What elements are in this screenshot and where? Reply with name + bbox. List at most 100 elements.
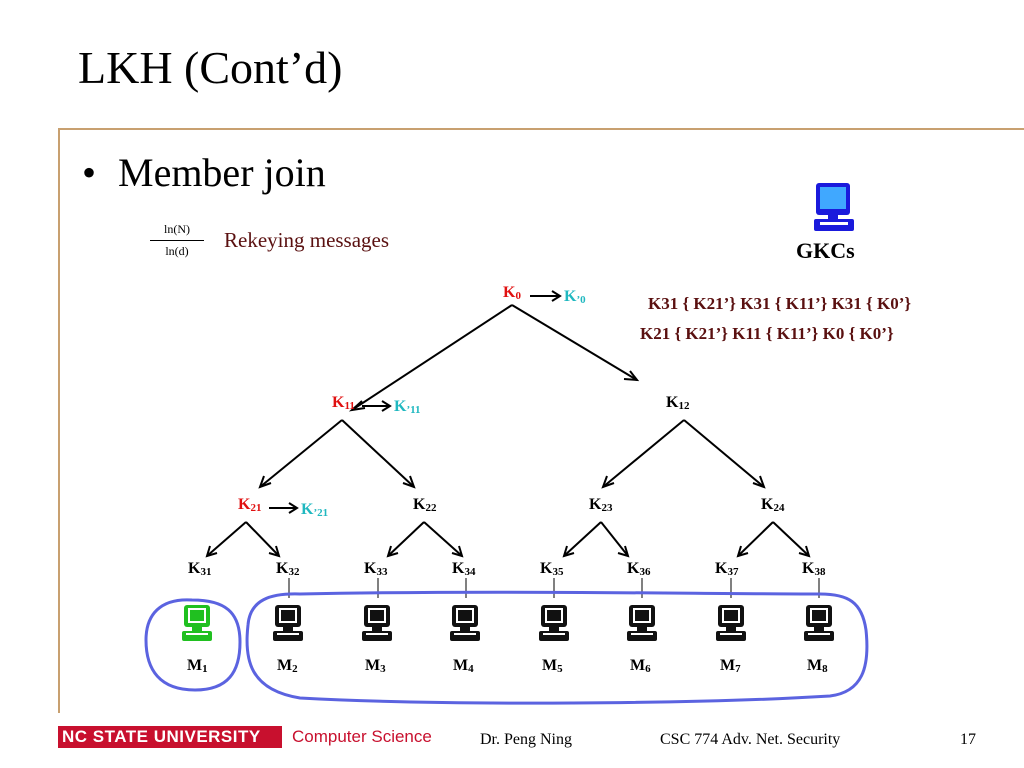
- member-computer-icon-m2: [273, 605, 303, 641]
- key-node-k35: K35: [540, 560, 563, 578]
- key-node-k31: K31: [188, 560, 211, 578]
- member-m4-base: M: [453, 657, 469, 674]
- key-k37-sub: 37: [727, 566, 739, 578]
- member-label-m2: M2: [277, 657, 298, 675]
- bullet-member-join: Member join: [118, 150, 326, 195]
- key-node-k34: K34: [452, 560, 475, 578]
- key-node-k32: K32: [276, 560, 299, 578]
- key-node-k36: K36: [627, 560, 650, 578]
- key-node-k0: K0: [503, 284, 521, 302]
- left-border: [58, 128, 60, 713]
- rekey-message-row-2: K21 { K21’} K11 { K11’} K0 { K0’}: [640, 324, 894, 343]
- key-k31-base: K: [188, 560, 201, 577]
- key-k38-base: K: [802, 560, 815, 577]
- key-node-k33: K33: [364, 560, 387, 578]
- member-label-m4: M4: [453, 657, 474, 675]
- member-m6-sub: 6: [645, 663, 651, 675]
- key-k22-sub: 22: [425, 502, 437, 514]
- member-computer-icon-m5: [539, 605, 569, 641]
- member-m5-sub: 5: [557, 663, 563, 675]
- university-logo: NC STATE UNIVERSITY: [58, 726, 282, 748]
- key-k33-base: K: [364, 560, 377, 577]
- page-number: 17: [960, 731, 976, 748]
- key-node-k22: K22: [413, 496, 436, 514]
- key-k24-base: K: [761, 496, 774, 513]
- key-k21-sub: 21: [250, 502, 262, 514]
- key-node-k11-new: K’11: [394, 398, 421, 416]
- key-k22-base: K: [413, 496, 426, 513]
- key-k34-base: K: [452, 560, 465, 577]
- rekeying-label: Rekeying messages: [224, 228, 390, 252]
- key-node-k0-new: K’0: [564, 288, 586, 306]
- footer-course: CSC 774 Adv. Net. Security: [660, 731, 841, 748]
- member-label-m3: M3: [365, 657, 386, 675]
- key-k36-sub: 36: [639, 566, 651, 578]
- key-k34-sub: 34: [464, 566, 476, 578]
- key-node-k21-new: K’21: [301, 501, 328, 519]
- key-k0-sub: 0: [515, 290, 521, 302]
- member-m6-base: M: [630, 657, 646, 674]
- key-k12-base: K: [666, 394, 679, 411]
- key-k37-base: K: [715, 560, 728, 577]
- key-k0-new-base: K: [564, 288, 577, 305]
- key-k38-sub: 38: [814, 566, 826, 578]
- key-k21-base: K: [238, 496, 251, 513]
- key-k36-base: K: [627, 560, 640, 577]
- member-m7-sub: 7: [735, 663, 741, 675]
- member-label-m6: M6: [630, 657, 651, 675]
- title-divider: [58, 128, 1024, 130]
- gkcs-label: GKCs: [796, 238, 855, 263]
- new-member-outline: [144, 598, 242, 692]
- bullet-marker: •: [82, 150, 97, 195]
- member-m3-sub: 3: [380, 663, 386, 675]
- key-k32-sub: 32: [288, 566, 300, 578]
- tree-edges: [205, 290, 811, 558]
- member-m8-base: M: [807, 657, 823, 674]
- member-m1-base: M: [187, 657, 203, 674]
- member-m2-base: M: [277, 657, 293, 674]
- fraction-numerator: ln(N): [150, 222, 204, 241]
- key-k11-sub: 11: [344, 400, 355, 412]
- member-m5-base: M: [542, 657, 558, 674]
- key-k11-new-sub: ’11: [406, 404, 421, 416]
- key-k21-new-sub: ’21: [313, 507, 329, 519]
- key-k31-sub: 31: [200, 566, 212, 578]
- member-computer-icon-m8: [804, 605, 834, 641]
- member-label-m5: M5: [542, 657, 563, 675]
- member-label-m8: M8: [807, 657, 828, 675]
- key-k12-sub: 12: [678, 400, 690, 412]
- key-k11-base: K: [332, 394, 345, 411]
- key-node-k38: K38: [802, 560, 825, 578]
- fraction-denominator: ln(d): [165, 244, 189, 258]
- department-label: Computer Science: [292, 727, 432, 746]
- key-k11-new-base: K: [394, 398, 407, 415]
- key-node-k24: K24: [761, 496, 784, 514]
- slide-title: LKH (Cont’d): [78, 42, 343, 93]
- key-k23-sub: 23: [601, 502, 613, 514]
- member-computer-icon-m6: [627, 605, 657, 641]
- key-k24-sub: 24: [773, 502, 785, 514]
- member-m2-sub: 2: [292, 663, 298, 675]
- key-node-k12: K12: [666, 394, 689, 412]
- member-computer-icon-m1: [182, 605, 212, 641]
- member-label-m1: M1: [187, 657, 208, 675]
- existing-members-outline: [245, 590, 869, 705]
- key-node-k37: K37: [715, 560, 738, 578]
- gkc-computer-icon: [814, 183, 854, 231]
- key-k0-new-sub: ’0: [576, 294, 586, 306]
- key-k35-base: K: [540, 560, 553, 577]
- member-computer-icon-m3: [362, 605, 392, 641]
- footer-author: Dr. Peng Ning: [480, 731, 572, 748]
- key-k0-base: K: [503, 284, 516, 301]
- member-m7-base: M: [720, 657, 736, 674]
- member-computer-icon-m7: [716, 605, 746, 641]
- member-computer-icon-m4: [450, 605, 480, 641]
- member-m4-sub: 4: [468, 663, 474, 675]
- member-m3-base: M: [365, 657, 381, 674]
- member-m8-sub: 8: [822, 663, 828, 675]
- key-k33-sub: 33: [376, 566, 388, 578]
- key-k32-base: K: [276, 560, 289, 577]
- key-k35-sub: 35: [552, 566, 564, 578]
- member-m1-sub: 1: [202, 663, 208, 675]
